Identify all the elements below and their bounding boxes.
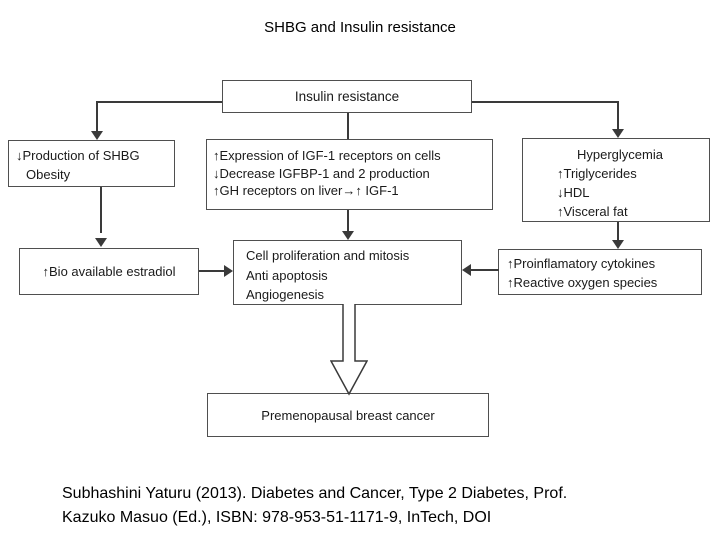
node-label: Insulin resistance [294, 89, 400, 104]
connector-metabolic-to-cytokines [617, 222, 619, 241]
node-igf-effects: ↑Expression of IGF-1 receptors on cells … [206, 139, 493, 210]
arrowhead-down-icon [612, 129, 624, 138]
node-line: Anti apoptosis [246, 267, 328, 283]
node-line: Cell proliferation and mitosis [246, 248, 410, 263]
arrowhead-down-icon [612, 240, 624, 249]
node-line: ↓Decrease IGFBP-1 and 2 production [213, 165, 430, 181]
node-metabolic-effects: Hyperglycemia ↑Triglycerides ↓HDL ↑Visce… [522, 138, 710, 222]
connector-insulin-to-metabolic-v [617, 101, 619, 130]
arrowhead-down-icon [91, 131, 103, 140]
connector-insulin-to-shbg-v [96, 101, 98, 132]
node-line: ↓HDL [557, 185, 590, 200]
node-cell-proliferation: Cell proliferation and mitosis Anti apop… [233, 240, 462, 305]
node-shbg-production-obesity: ↓Production of SHBG Obesity [8, 140, 175, 187]
arrowhead-left-icon [462, 264, 471, 276]
node-line: ↑Expression of IGF-1 receptors on cells [213, 148, 441, 163]
node-label: Premenopausal breast cancer [261, 407, 435, 423]
node-insulin-resistance: Insulin resistance [222, 80, 472, 113]
node-line: ↓Production of SHBG [16, 148, 140, 163]
connector-estradiol-to-cell [199, 270, 225, 272]
connector-cytokines-to-cell [471, 269, 499, 271]
connector-insulin-to-igf [347, 113, 349, 139]
node-label: ↑Bio available estradiol [42, 264, 176, 279]
node-line: ↑GH receptors on liver→↑ IGF-1 [213, 183, 399, 198]
citation: Subhashini Yaturu (2013). Diabetes and C… [62, 482, 567, 529]
node-line: ↑Triglycerides [557, 166, 637, 181]
arrowhead-right-icon [224, 265, 233, 277]
citation-line: Kazuko Masuo (Ed.), ISBN: 978-953-51-117… [62, 508, 492, 526]
node-line: Hyperglycemia [577, 147, 663, 162]
block-arrow-down-icon [330, 304, 368, 396]
page-title: SHBG and Insulin resistance [264, 19, 456, 36]
connector-igf-to-cell [347, 210, 349, 232]
node-proinflammatory-cytokines: ↑Proinflamatory cytokines ↑Reactive oxyg… [498, 249, 702, 295]
node-line: ↑Visceral fat [557, 204, 628, 219]
connector-insulin-to-metabolic-h [472, 101, 618, 103]
citation-line: Subhashini Yaturu (2013). Diabetes and C… [62, 485, 568, 502]
node-bio-available-estradiol: ↑Bio available estradiol [19, 248, 199, 295]
node-line: Angiogenesis [246, 287, 325, 302]
node-line: ↑Proinflamatory cytokines [507, 256, 656, 271]
node-line: Obesity [26, 167, 71, 182]
connector-shbg-to-estradiol [100, 187, 102, 233]
arrowhead-down-icon [342, 231, 354, 240]
node-line: ↑Reactive oxygen species [507, 275, 658, 290]
arrowhead-down-icon [95, 238, 107, 247]
connector-insulin-to-shbg-h [97, 101, 222, 103]
node-premenopausal-breast-cancer: Premenopausal breast cancer [207, 393, 489, 437]
